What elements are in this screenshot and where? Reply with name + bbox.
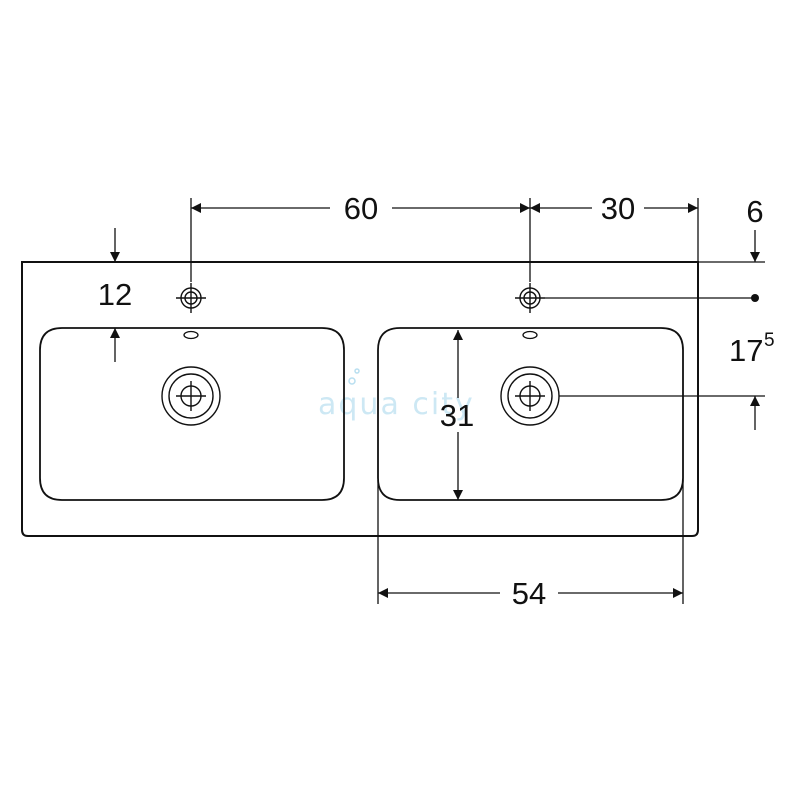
left-tap-hole-icon <box>176 283 206 313</box>
dimension-label-6: 6 <box>746 194 763 229</box>
dimension-label-17: 17 <box>729 333 763 368</box>
dimension-6: 6 <box>746 194 764 262</box>
dimension-60: 60 <box>191 191 530 226</box>
watermark-bubble <box>348 377 356 385</box>
dimension-label-17-superscript: 5 <box>764 330 775 351</box>
dimension-label-30: 30 <box>601 191 635 226</box>
right-drain-icon <box>500 366 560 426</box>
dimension-label-60: 60 <box>344 191 378 226</box>
reference-dot <box>751 294 759 302</box>
left-drain-icon <box>161 366 221 426</box>
right-tap-hole-icon <box>515 283 545 313</box>
right-basin-outline <box>377 327 684 501</box>
dimension-label-31: 31 <box>440 398 474 433</box>
dimension-label-12: 12 <box>98 277 132 312</box>
dimension-label-54: 54 <box>512 576 546 611</box>
dimension-30: 30 <box>530 191 698 226</box>
countertop-outline <box>21 261 699 537</box>
left-overflow-icon <box>183 330 199 340</box>
extension-lines <box>190 198 765 604</box>
dimension-17-5: 17 5 <box>729 330 775 430</box>
right-overflow-icon <box>522 330 538 340</box>
dimension-54: 54 <box>378 576 683 611</box>
dimension-12: 12 <box>98 228 132 362</box>
left-basin-outline <box>39 327 345 501</box>
watermark-bubble <box>354 368 360 374</box>
dimension-31: 31 <box>440 330 474 500</box>
